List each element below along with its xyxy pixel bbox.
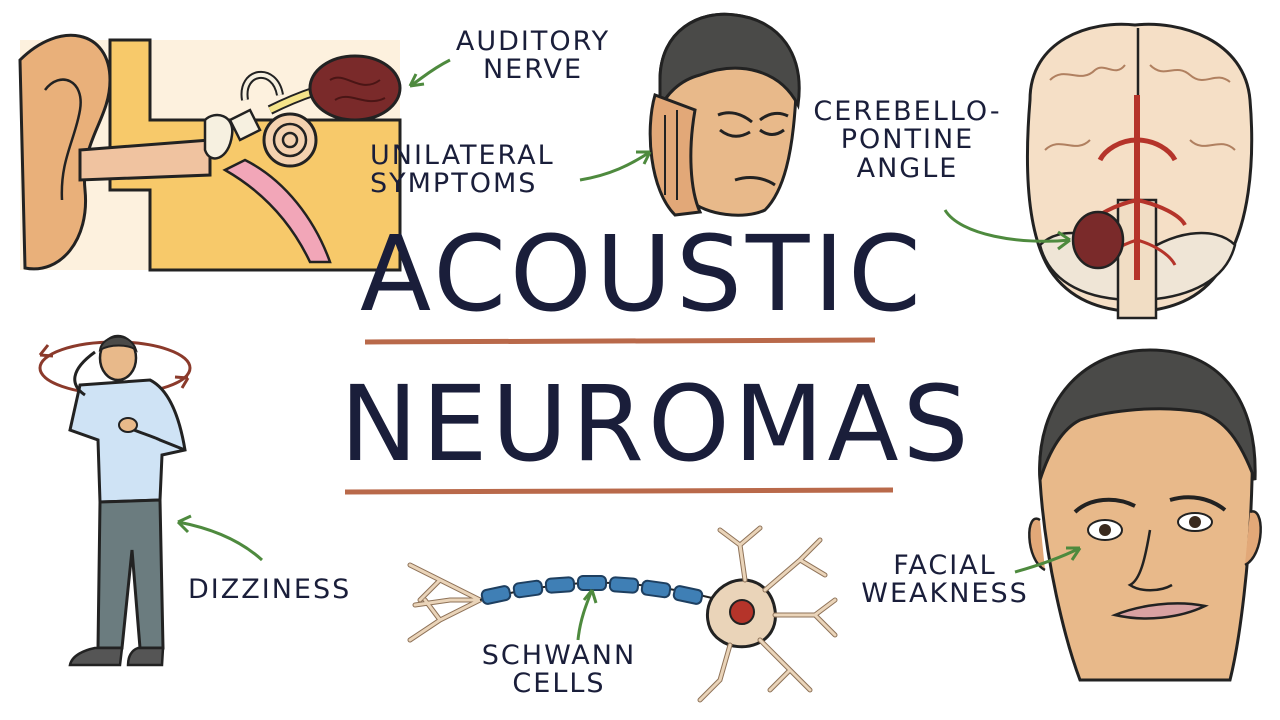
unilateral-symptoms-face [648, 12, 801, 217]
ear-anatomy-illustration [18, 33, 402, 272]
arrowhead-cerebellopontine-angle [1057, 230, 1071, 251]
label-schwann-cells: SCHWANN CELLS [481, 640, 637, 700]
label-dizziness: DIZZINESS [188, 574, 352, 605]
title-line-1: ACOUSTIC [360, 213, 925, 335]
arrow-dizziness [177, 520, 264, 562]
facial-weakness-face [1028, 348, 1262, 682]
label-facial-weakness: FACIAL WEAKNESS [861, 550, 1029, 610]
title-underline-1 [364, 337, 876, 345]
label-unilateral-symptoms: UNILATERAL SYMPTOMS [370, 140, 555, 200]
arrow-facial-weakness [1014, 546, 1081, 574]
dizzy-man-illustration [38, 334, 192, 667]
title-underline-2 [344, 487, 894, 495]
neuron-schwann-cells-illustration [407, 525, 838, 703]
arrowhead-unilateral-symptoms [636, 150, 652, 165]
arrow-unilateral-symptoms [579, 150, 651, 182]
arrowhead-dizziness [176, 514, 192, 534]
arrow-auditory-nerve [409, 58, 451, 88]
arrowhead-facial-weakness [1066, 546, 1082, 561]
brain-cerebellopontine-illustration [1025, 22, 1254, 320]
label-auditory-nerve: AUDITORY NERVE [455, 26, 611, 86]
arrowhead-auditory-nerve [408, 73, 425, 88]
arrowhead-schwann-cells [582, 589, 598, 604]
arrow-cerebellopontine-angle [943, 209, 1071, 243]
title-line-2: NEUROMAS [340, 363, 973, 485]
label-cerebellopontine-angle: CEREBELLO- PONTINE ANGLE [813, 96, 1002, 184]
